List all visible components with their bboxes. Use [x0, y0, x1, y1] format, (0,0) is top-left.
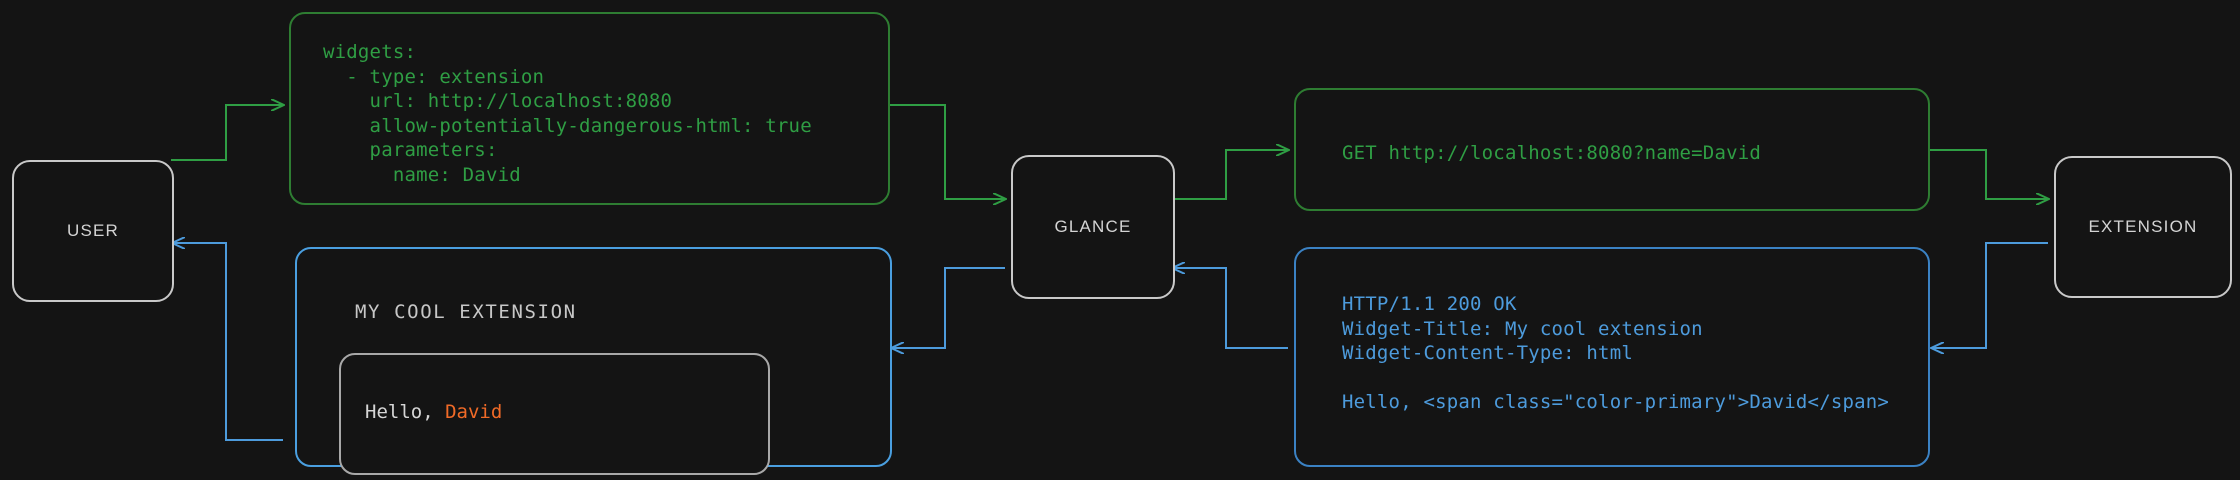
rendered-widget-greeting: Hello,: [365, 401, 446, 423]
rendered-widget-name: David: [445, 401, 503, 423]
node-extension[interactable]: EXTENSION: [2054, 156, 2232, 298]
edge-glance-to-widget: [892, 267, 1005, 348]
rendered-widget-body: Hello, David: [365, 401, 502, 423]
edge-response-to-glance: [1173, 268, 1288, 349]
box-http-request: GET http://localhost:8080?name=David: [1294, 88, 1930, 211]
yaml-config-code: widgets: - type: extension url: http://l…: [323, 41, 812, 186]
edge-user-to-config: [171, 105, 283, 161]
edge-widget-to-user: [173, 243, 283, 441]
node-extension-label: EXTENSION: [2088, 217, 2198, 236]
node-user[interactable]: USER: [12, 160, 174, 302]
edge-config-to-glance: [890, 104, 1005, 199]
edge-extension-to-response: [1932, 242, 2048, 348]
http-request-code: GET http://localhost:8080?name=David: [1342, 142, 1762, 164]
node-user-label: USER: [66, 221, 120, 240]
node-glance-label: GLANCE: [1054, 217, 1132, 236]
rendered-widget-card: Hello, David: [339, 353, 770, 475]
edge-request-to-extension: [1930, 149, 2048, 199]
node-glance[interactable]: GLANCE: [1011, 155, 1175, 299]
rendered-widget-title: MY COOL EXTENSION: [355, 301, 577, 323]
http-response-code: HTTP/1.1 200 OK Widget-Title: My cool ex…: [1342, 293, 1890, 413]
box-http-response: HTTP/1.1 200 OK Widget-Title: My cool ex…: [1294, 247, 1930, 467]
box-rendered-widget: MY COOL EXTENSION Hello, David: [295, 247, 892, 475]
edge-glance-to-request: [1171, 150, 1288, 200]
box-yaml-config: widgets: - type: extension url: http://l…: [289, 12, 890, 205]
